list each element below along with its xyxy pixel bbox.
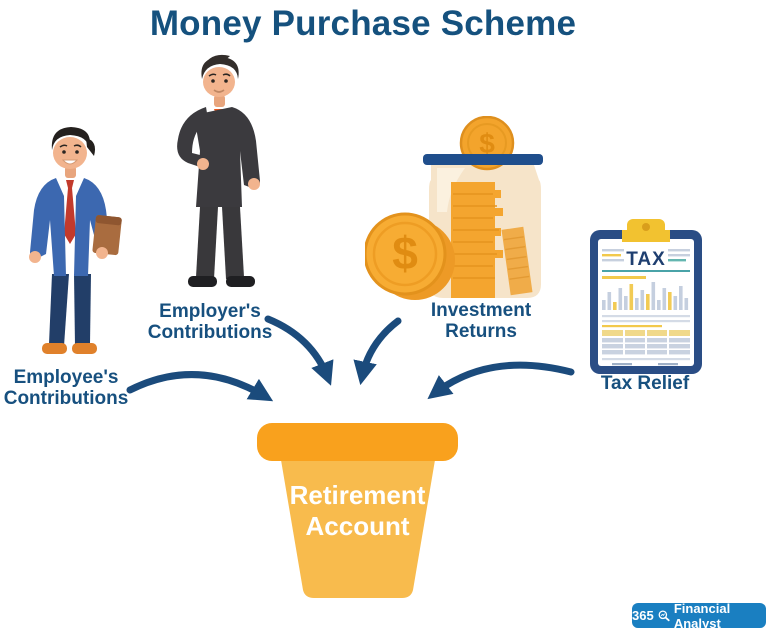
coin-stack-icon [451,182,533,298]
tax-clipboard-illustration: TAX [590,219,702,374]
dollar-sign: $ [392,227,418,279]
retirement-account-pot: Retirement Account [255,420,460,600]
brand-name: Financial Analyst [673,600,731,631]
arrow-employee-to-pot [126,371,274,402]
brand-badge: 365 Financial Analyst [632,600,766,631]
page-title: Money Purchase Scheme [149,4,577,43]
mini-table [602,330,690,355]
arrow-tax-to-pot [427,361,575,400]
tax-relief-label: Tax Relief [600,373,690,394]
brand-number: 365 [632,608,654,623]
employer-illustration [177,54,260,287]
jar-lid [423,154,543,165]
mini-bar-chart [602,282,689,310]
employee-contributions-label: Employee's Contributions [3,367,129,409]
magnifier-chart-icon [658,610,670,621]
tax-heading: TAX [626,249,666,270]
coin-jar-illustration: $ $ [365,116,543,300]
retirement-account-label: Retirement Account [289,480,426,542]
front-coin-icon: $ [365,212,455,300]
folder-icon [92,215,122,256]
dollar-sign: $ [479,128,495,159]
arrow-investment-to-pot [353,317,402,386]
employer-contributions-label: Employer's Contributions [147,301,273,343]
pot-icon [257,423,458,598]
employee-illustration [29,127,122,354]
investment-returns-label: Investment Returns [430,300,532,342]
